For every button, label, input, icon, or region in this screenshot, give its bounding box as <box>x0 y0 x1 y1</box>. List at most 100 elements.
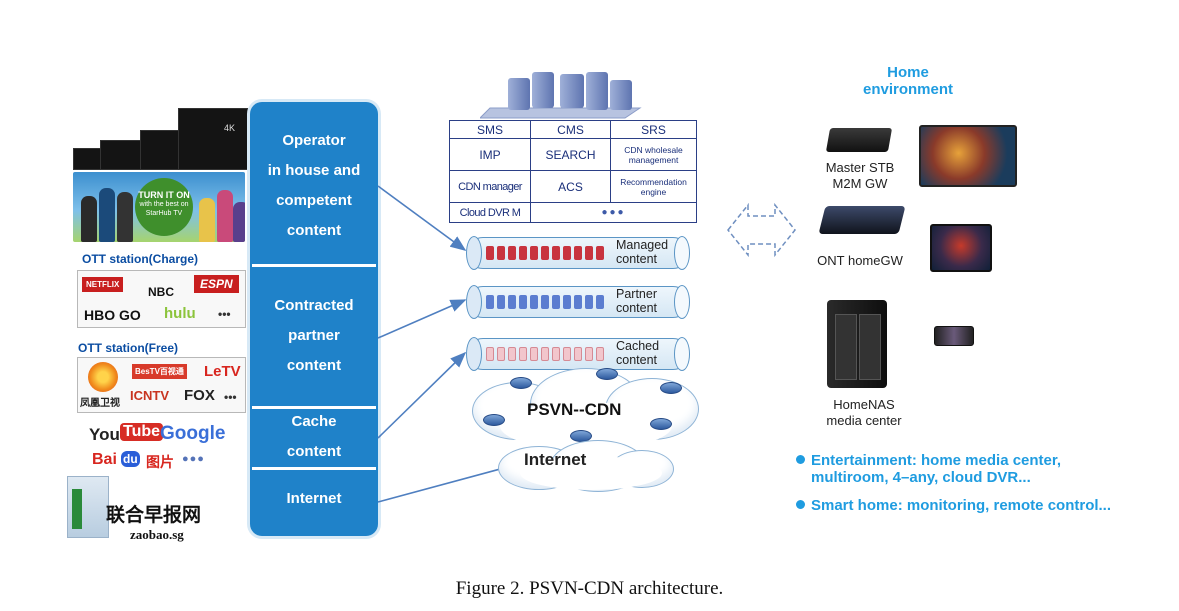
nbc-logo: NBC <box>148 285 174 299</box>
nas-label: HomeNAS media center <box>812 397 916 429</box>
zaobao-url: zaobao.sg <box>130 527 184 542</box>
ont-device <box>818 206 906 234</box>
icntv-logo: ICNTV <box>130 388 169 403</box>
bullet-smart-home-line: Smart home: monitoring, remote control..… <box>811 497 1112 514</box>
phoenix-logo <box>88 362 118 392</box>
bullet-entertainment-line-1: Entertainment: home media center, <box>811 452 1062 469</box>
tv-small-2 <box>100 140 142 170</box>
nas-label-line-1: HomeNAS <box>833 397 895 412</box>
starhub-promo-image: TURN IT ON with the best on StarHub TV <box>73 172 245 242</box>
partner-line-1: Contracted <box>274 297 354 314</box>
operator-section: Operator in house and competent content <box>250 126 378 246</box>
home-title-line-2: environment <box>862 81 953 98</box>
internet-section: Internet <box>286 490 342 507</box>
router-6 <box>650 418 672 430</box>
nas-label-line-2: media center <box>826 413 902 428</box>
ott-free-logos: 凤凰卫视 BesTV百视通 LeTV ICNTV FOX ••• <box>77 357 246 413</box>
netflix-logo: NETFLIX <box>82 277 124 292</box>
tablet-image <box>930 224 992 272</box>
bullet-dot-icon <box>796 455 805 464</box>
server-4 <box>586 72 608 110</box>
google-logo: Google <box>160 423 226 444</box>
hulu-logo: hulu <box>164 305 196 322</box>
router-3 <box>660 382 682 394</box>
operator-line-3: competent <box>276 192 352 209</box>
partner-line-3: content <box>286 357 342 374</box>
home-title: Home environment <box>850 64 966 98</box>
web-more-dots: ●●● <box>182 453 205 465</box>
column-divider-2 <box>252 406 376 409</box>
phone-image <box>934 326 974 346</box>
youtube-you: You <box>89 425 120 444</box>
cache-line-2: content <box>286 443 342 460</box>
managed-content-pipe: Managed content <box>466 236 690 270</box>
cached-blocks <box>486 347 604 361</box>
router-2 <box>596 368 618 380</box>
operator-line-4: content <box>286 222 342 239</box>
partner-blocks <box>486 295 604 309</box>
zaobao-screenshot <box>67 476 109 538</box>
cell-cdn-wholesale: CDN wholesale management <box>610 138 697 171</box>
cell-search: SEARCH <box>530 138 611 171</box>
partner-section: Contracted partner content <box>250 291 378 381</box>
partner-line-2: content <box>616 301 658 315</box>
arrow-operator <box>377 185 467 251</box>
stb-label: Master STB M2M GW <box>812 160 908 192</box>
bullet-smart-home: Smart home: monitoring, remote control..… <box>796 497 1111 514</box>
router-1 <box>510 377 532 389</box>
partner-content-pipe: Partner content <box>466 285 690 319</box>
bestv-logo: BesTV百视通 <box>132 364 187 379</box>
ott-charge-title: OTT station(Charge) <box>82 252 198 266</box>
managed-blocks <box>486 246 604 260</box>
youtube-tube: Tube <box>120 423 164 441</box>
managed-line-2: content <box>616 252 658 266</box>
internet-label: Internet <box>524 450 587 469</box>
cell-acs: ACS <box>530 170 611 203</box>
zaobao-name: 联合早报网 <box>106 504 202 526</box>
cached-line-2: content <box>616 353 658 367</box>
ott-free-title: OTT station(Free) <box>78 341 179 355</box>
arrow-cache <box>377 351 467 439</box>
cell-imp: IMP <box>449 138 531 171</box>
ott-charge-logos: NETFLIX NBC ESPN HBO GO hulu ••• <box>77 270 246 328</box>
bullet-entertainment: Entertainment: home media center, multir… <box>796 452 1061 486</box>
bullet-dot-icon <box>796 500 805 509</box>
cached-line-1: Cached <box>616 339 660 353</box>
letv-logo: LeTV <box>204 363 241 380</box>
arrow-internet <box>377 462 517 503</box>
operator-line-2: in house and <box>267 162 361 179</box>
tv-4k: 4K <box>178 108 248 170</box>
cell-recommendation: Recommendation engine <box>610 170 697 203</box>
column-divider-3 <box>252 467 376 470</box>
cached-content-pipe: Cached content <box>466 337 690 371</box>
partner-line-1: Partner <box>616 287 657 301</box>
promo-line3: StarHub TV <box>145 210 183 217</box>
more-charge-dots: ••• <box>218 307 231 321</box>
cell-cloud-dvr: Cloud DVR M <box>449 202 531 223</box>
content-type-column: Operator in house and competent content … <box>250 102 378 536</box>
tv-screen-image <box>919 125 1017 187</box>
column-divider-1 <box>252 264 376 267</box>
server-5 <box>610 80 632 110</box>
cell-cdn-manager: CDN manager <box>449 170 531 203</box>
arrow-partner <box>377 299 467 339</box>
managed-label: Managed content <box>616 238 668 266</box>
router-4 <box>483 414 505 426</box>
baidu-du: du <box>121 451 140 467</box>
operator-line-1: Operator <box>282 132 346 149</box>
service-platform-table: SMS CMS SRS IMP SEARCH CDN wholesale man… <box>449 120 697 223</box>
stb-label-line-1: Master STB <box>825 160 895 175</box>
fox-logo: FOX <box>184 387 215 404</box>
cell-more: ●●● <box>530 202 697 223</box>
phoenix-label: 凤凰卫视 <box>80 398 120 409</box>
cached-label: Cached content <box>616 339 659 367</box>
cell-sms: SMS <box>449 120 531 139</box>
server-2 <box>532 72 554 108</box>
promo-line1: TURN IT ON <box>138 190 190 200</box>
nas-device <box>827 300 887 388</box>
cell-srs: SRS <box>610 120 697 139</box>
cell-cms: CMS <box>530 120 611 139</box>
server-3 <box>560 74 584 108</box>
bullet-entertainment-line-2: multiroom, 4–any, cloud DVR... <box>811 469 1031 486</box>
